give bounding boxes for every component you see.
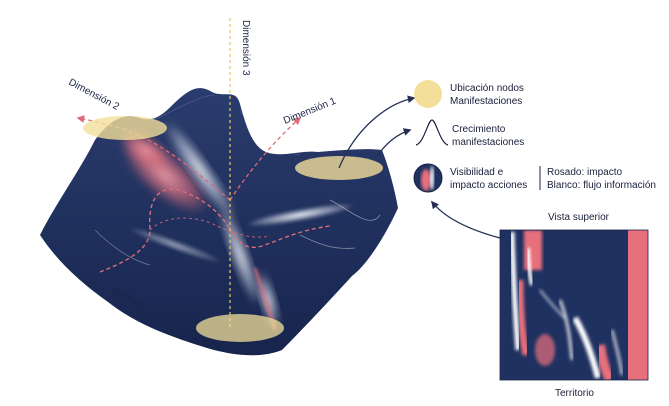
inset-territory-label: Territorio: [555, 388, 594, 399]
territory-path: [99, 188, 331, 273]
connector-inset: [431, 200, 501, 239]
node-bottom: [196, 314, 284, 342]
dimension-2-label: Dimensión 2: [67, 77, 122, 113]
legend-visibility-swatch: [413, 163, 443, 193]
legend: Ubicación nodos Manifestaciones Crecimie…: [413, 80, 656, 193]
legend-white-label: Blanco: flujo información: [547, 180, 656, 191]
dimension-1-label: Dimensión 1: [282, 96, 338, 127]
legend-visibility-line2: impacto acciones: [450, 180, 527, 191]
legend-visibility-line1: Visibilidad e: [450, 167, 504, 178]
inset-title: Vista superior: [548, 212, 610, 223]
dimension-3-label: Dimensión 3: [240, 20, 251, 76]
connector-nodes: [338, 95, 416, 169]
top-view-inset: Vista superior Territorio: [499, 212, 649, 399]
legend-growth-line1: Crecimiento: [452, 124, 506, 135]
legend-node-swatch: [414, 80, 442, 108]
legend-pink-label: Rosado: impacto: [547, 167, 622, 178]
legend-nodes-line1: Ubicación nodos: [450, 83, 524, 94]
legend-nodes-line2: Manifestaciones: [450, 96, 522, 107]
legend-growth-curve-icon: [415, 119, 449, 146]
node-top-left: [83, 116, 167, 140]
connector-growth: [377, 128, 412, 156]
territory-path-inner: [149, 217, 271, 238]
legend-growth-line2: manifestaciones: [452, 137, 524, 148]
